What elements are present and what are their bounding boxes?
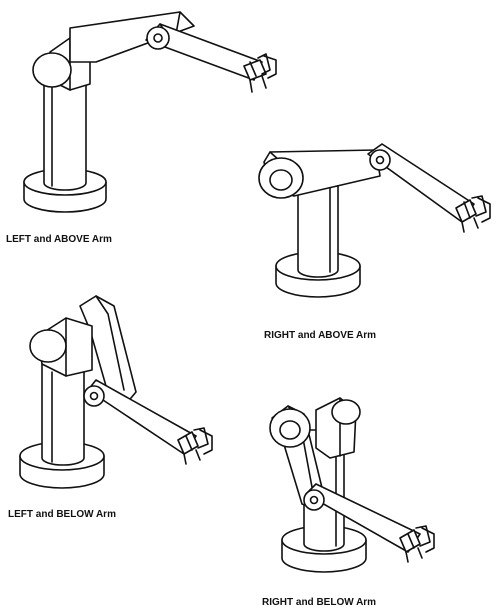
- column-right-above: [297, 181, 339, 278]
- caption-left-above: LEFT and ABOVE Arm: [6, 234, 112, 245]
- shoulder-cap-right-below: [331, 399, 361, 425]
- robot-right-below: [269, 397, 435, 573]
- forearm-left-below: [83, 379, 197, 455]
- shoulder-cap-left-below: [29, 329, 67, 363]
- caption-right-above: RIGHT and ABOVE Arm: [264, 330, 377, 341]
- forearm-right-above: [367, 143, 475, 223]
- robot-right-above: [258, 143, 491, 298]
- shoulder-cap-right-below-front: [269, 408, 311, 448]
- gripper-right-below: [399, 525, 435, 563]
- gripper-left-below: [177, 427, 213, 465]
- shoulder-cap-right-above: [258, 157, 304, 199]
- caption-left-below: LEFT and BELOW Arm: [8, 509, 116, 520]
- upper-arm-left-below: [79, 295, 137, 405]
- forearm-right-below: [303, 483, 421, 553]
- gripper-left-above: [243, 53, 277, 93]
- robot-left-above: [23, 11, 277, 213]
- shoulder-cap-left-above: [32, 52, 72, 88]
- caption-right-below: RIGHT and BELOW Arm: [262, 597, 377, 608]
- robot-left-below: [19, 295, 213, 489]
- forearm-left-above: [145, 23, 263, 81]
- gripper-right-above: [455, 195, 491, 233]
- column-left-below: [41, 363, 85, 466]
- column-left-above: [43, 77, 87, 191]
